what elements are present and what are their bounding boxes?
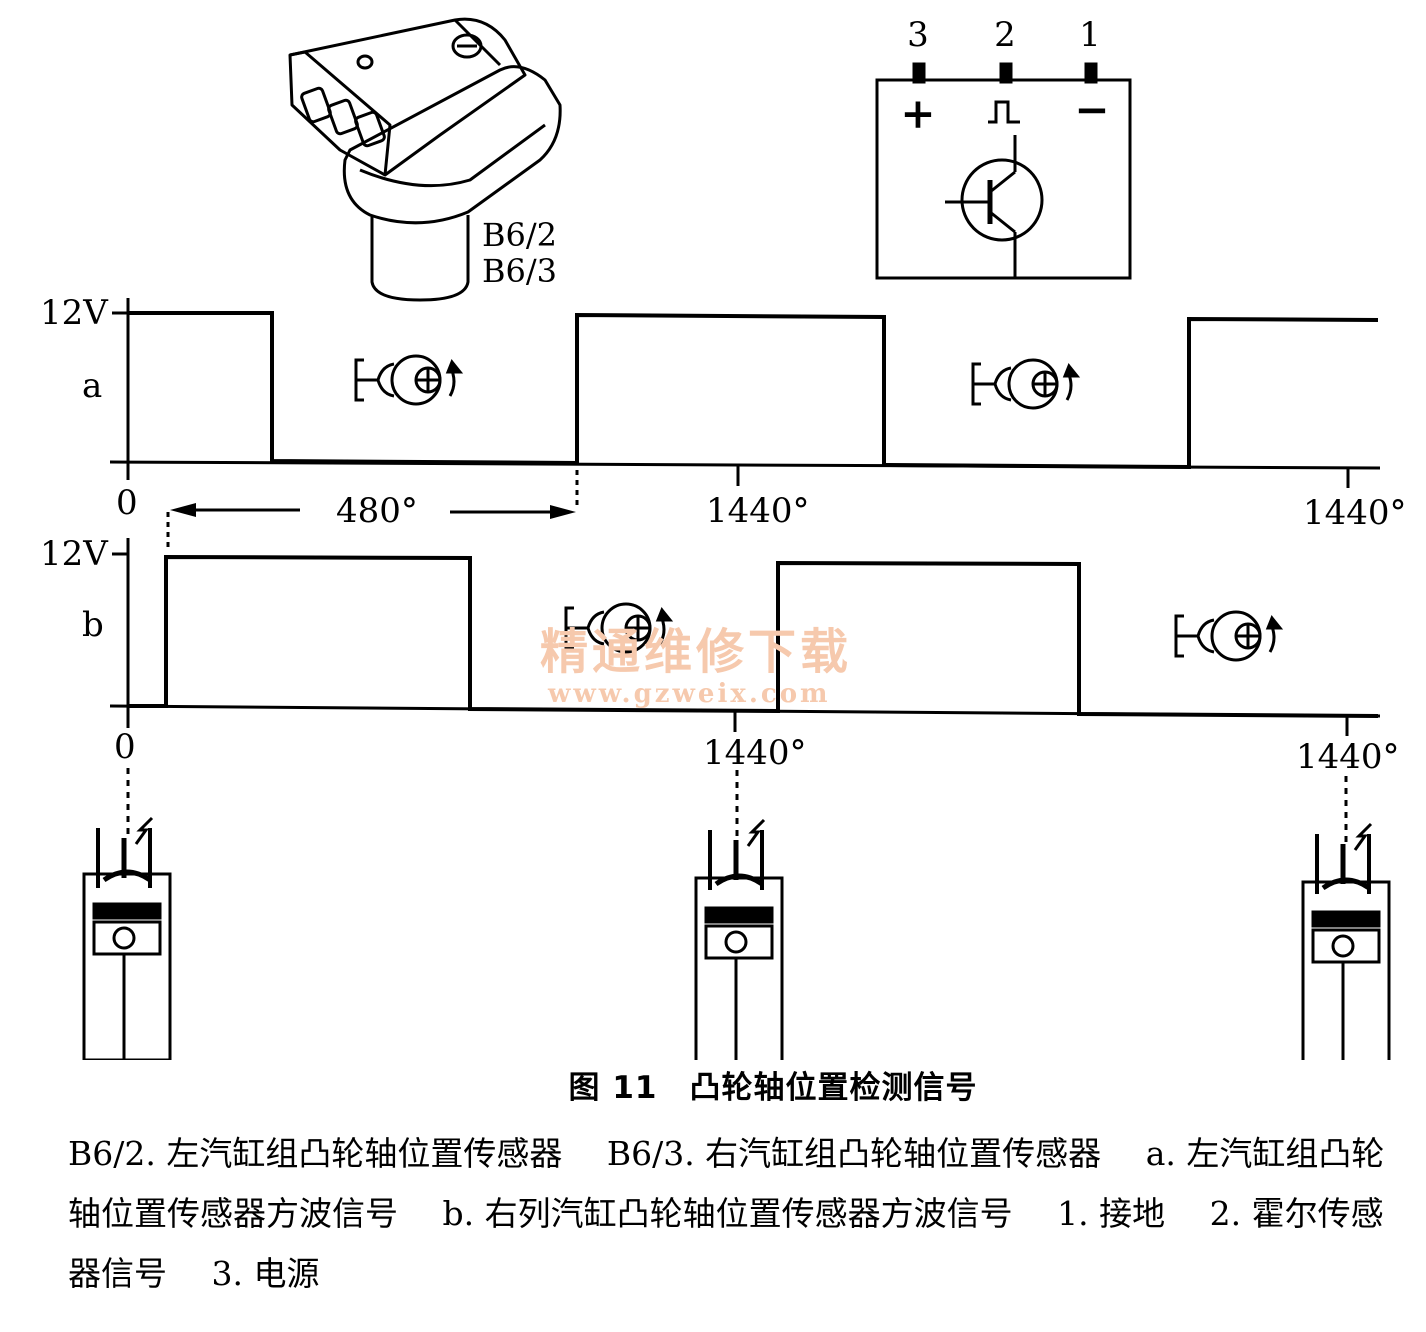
waveform-b-label: b [82, 605, 104, 645]
legend-item: 2. 霍尔传感器信号 [68, 1194, 1384, 1293]
waveform-b-signal [128, 554, 1379, 718]
figure-legend: B6/2. 左汽缸组凸轮轴位置传感器 B6/3. 右汽缸组凸轮轴位置传感器 a.… [68, 1124, 1388, 1304]
minus-symbol: − [1074, 85, 1109, 134]
waveform-b-voltage-label: 12V [40, 534, 109, 574]
camshaft-sensor-illustration [288, 17, 562, 302]
cam-wheel-icon [971, 358, 1081, 410]
waveform-a-voltage-label: 12V [40, 293, 109, 333]
sensor-label-right: B6/3 [482, 252, 557, 290]
waveform-a-signal [128, 311, 1379, 470]
legend-item: B6/2. 左汽缸组凸轮轴位置传感器 [68, 1134, 563, 1173]
hall-sensor-schematic [875, 62, 1132, 280]
cylinder-icon [82, 816, 172, 1060]
legend-item: B6/3. 右汽缸组凸轮轴位置传感器 [606, 1134, 1102, 1173]
legend-item: a. 左汽缸组凸轮轴位置传感器方波信号 [68, 1134, 1385, 1233]
waveform-a-cycle-label-1: 1440° [706, 491, 810, 531]
cylinder-icon [694, 818, 784, 1060]
waveform-a-cycle-label-2: 1440° [1303, 493, 1407, 533]
legend-item: b. 右列汽缸凸轮轴位置传感器方波信号 [442, 1194, 1013, 1233]
waveform-b: 12V b 0 1440° 1440° [40, 534, 1400, 777]
cylinder-icon [1301, 822, 1391, 1060]
waveform-a-zero-label: 0 [116, 483, 138, 523]
waveform-b-cycle-label-2: 1440° [1296, 737, 1400, 777]
cam-wheel-icon [1174, 610, 1284, 662]
waveform-a: 12V a 0 1440° 1440° 480° [40, 293, 1407, 552]
cam-wheel-icon [354, 354, 464, 406]
pulse-symbol-icon [988, 100, 1020, 124]
interval-480-label: 480° [336, 491, 418, 531]
watermark-url: www.gzweix.com [547, 679, 831, 709]
watermark-title: 精通维修下载 [540, 624, 852, 680]
schematic-pin-symbols: + − [900, 85, 1109, 138]
waveform-a-label: a [82, 366, 102, 406]
sensor-label-left: B6/2 [482, 216, 557, 254]
pin-3-label: 3 [907, 15, 929, 55]
figure-title: 图 11 凸轮轴位置检测信号 [568, 1070, 978, 1106]
schematic-pin-labels: 3 2 1 [907, 15, 1101, 55]
pin-1-label: 1 [1079, 15, 1101, 55]
camshaft-diagram: B6/2 B6/3 3 2 1 + − 12V a [40, 15, 1407, 1060]
watermark: 精通维修下载 www.gzweix.com [540, 624, 852, 709]
cam-wheel-icon [564, 602, 674, 654]
pin-2-label: 2 [994, 15, 1016, 55]
waveform-b-zero-label: 0 [114, 727, 136, 767]
legend-item: 1. 接地 [1057, 1194, 1166, 1233]
waveform-b-cycle-label-1: 1440° [703, 733, 807, 773]
legend-item: 3. 电源 [211, 1254, 320, 1293]
plus-symbol: + [900, 89, 935, 138]
